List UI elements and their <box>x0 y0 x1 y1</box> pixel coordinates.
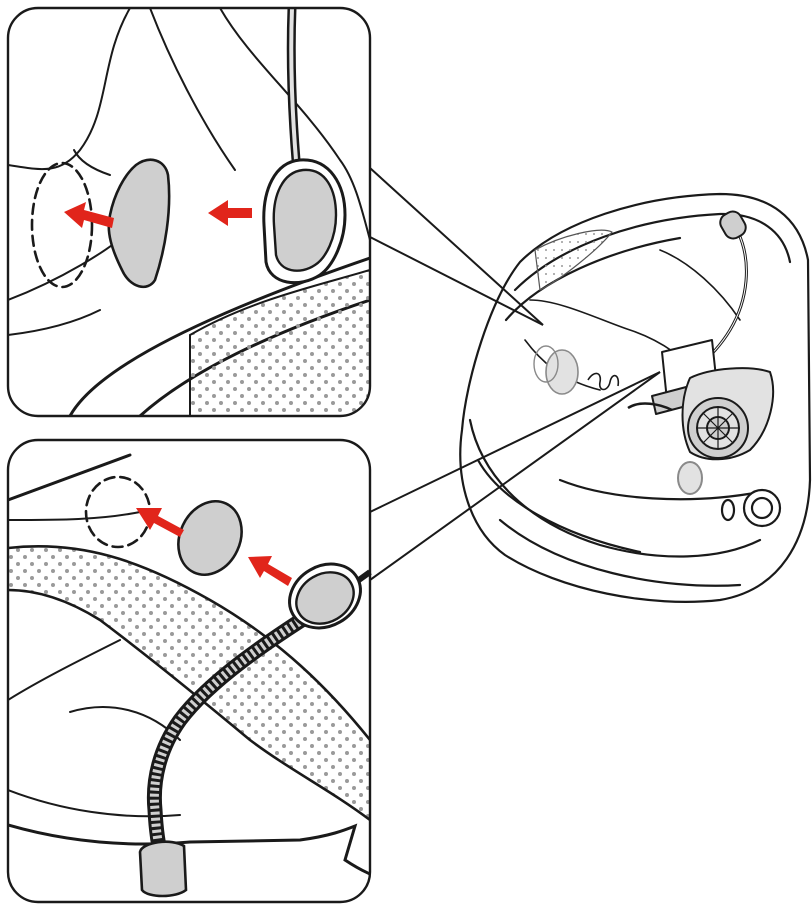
helmet-icon <box>459 192 812 603</box>
microphone-installation-detail <box>6 438 372 904</box>
arrow-left-icon <box>208 200 252 226</box>
helmet-speaker-icon <box>533 345 620 395</box>
arrow-left-icon <box>248 556 292 586</box>
microphone-pad-icon <box>177 500 243 576</box>
callout-lines <box>369 167 661 581</box>
arrow-left-icon <box>64 202 114 228</box>
speaker-installation-detail <box>6 6 372 418</box>
speaker-icon <box>262 7 347 285</box>
speaker-pad-icon <box>107 158 171 289</box>
helmet-control-unit-icon <box>627 339 774 495</box>
microphone-icon <box>138 562 372 898</box>
arrow-left-icon <box>136 508 184 537</box>
